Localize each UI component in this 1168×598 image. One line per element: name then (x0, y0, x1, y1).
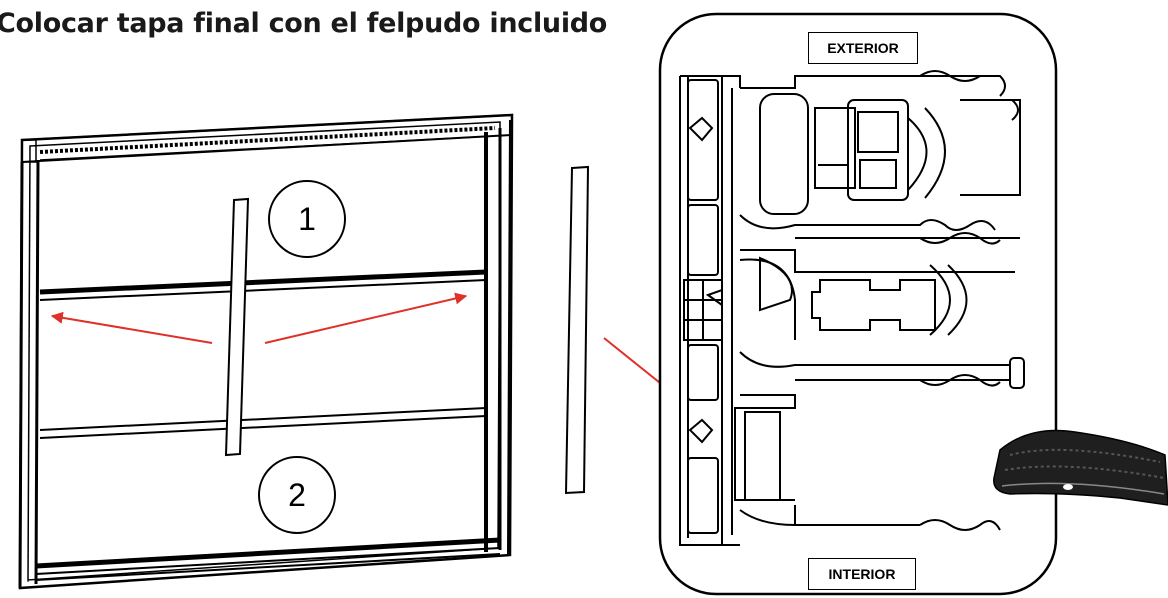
page-title: Colocar tapa final con el felpudo inclui… (0, 8, 608, 39)
profile-cross-section (679, 70, 1025, 546)
window-frame (18, 113, 514, 590)
end-cap-profile (564, 165, 590, 495)
exterior-label: EXTERIOR (808, 32, 918, 64)
step-1-marker: 1 (268, 180, 346, 258)
felpudo-brush-seal-icon (993, 429, 1168, 506)
interior-label: INTERIOR (808, 558, 916, 590)
step-2-marker: 2 (258, 456, 336, 534)
loose-profile-piece (224, 197, 250, 457)
